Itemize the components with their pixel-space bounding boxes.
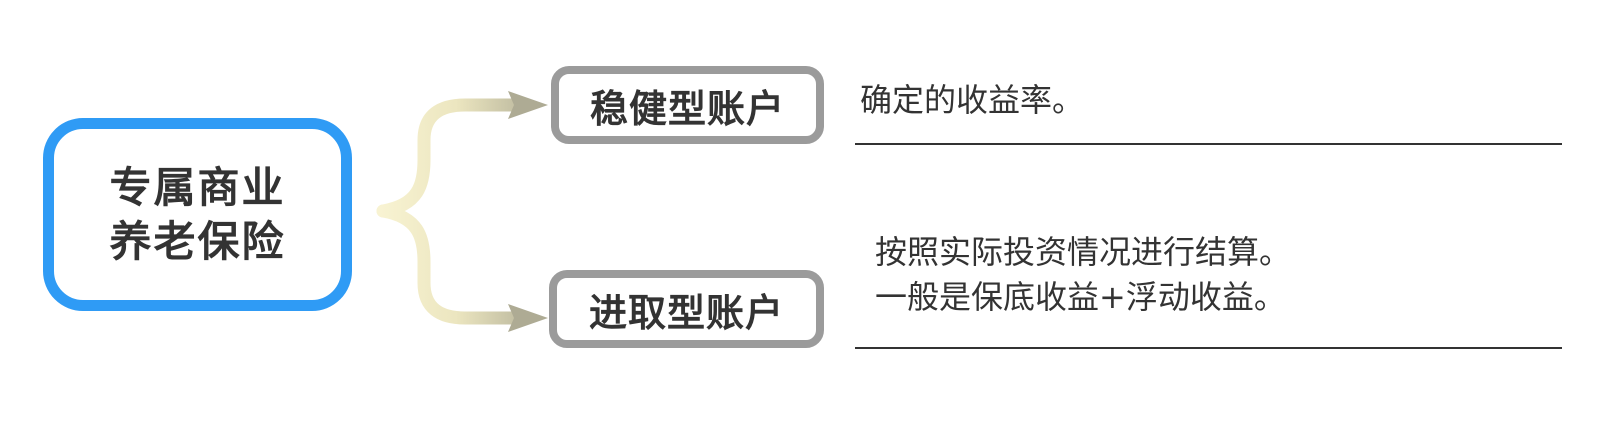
branch-node-aggressive: 进取型账户 [549, 270, 824, 348]
root-label-line-1: 专属商业 [109, 162, 286, 212]
divider-line-top [855, 143, 1562, 145]
branch-node-stable: 稳健型账户 [551, 66, 824, 144]
connector-branch-top [376, 98, 522, 218]
connector-branch-bottom [376, 204, 522, 325]
root-label-line-2: 养老保险 [109, 216, 286, 266]
root-node: 专属商业 养老保险 [43, 118, 352, 311]
branch-label-aggressive: 进取型账户 [588, 290, 784, 335]
note-stable-line-1: 确定的收益率。 [860, 81, 1085, 119]
note-aggressive-line-2: 一般是保底收益+浮动收益。 [875, 278, 1286, 316]
branch-label-stable: 稳健型账户 [589, 86, 785, 131]
note-stable: 确定的收益率。 [860, 78, 1084, 123]
arrowhead-top-icon [508, 91, 548, 119]
note-aggressive: 按照实际投资情况进行结算。 一般是保底收益+浮动收益。 [875, 230, 1291, 320]
note-aggressive-line-1: 按照实际投资情况进行结算。 [875, 233, 1292, 271]
arrowhead-bottom-icon [508, 304, 548, 332]
divider-line-bottom [855, 347, 1562, 349]
